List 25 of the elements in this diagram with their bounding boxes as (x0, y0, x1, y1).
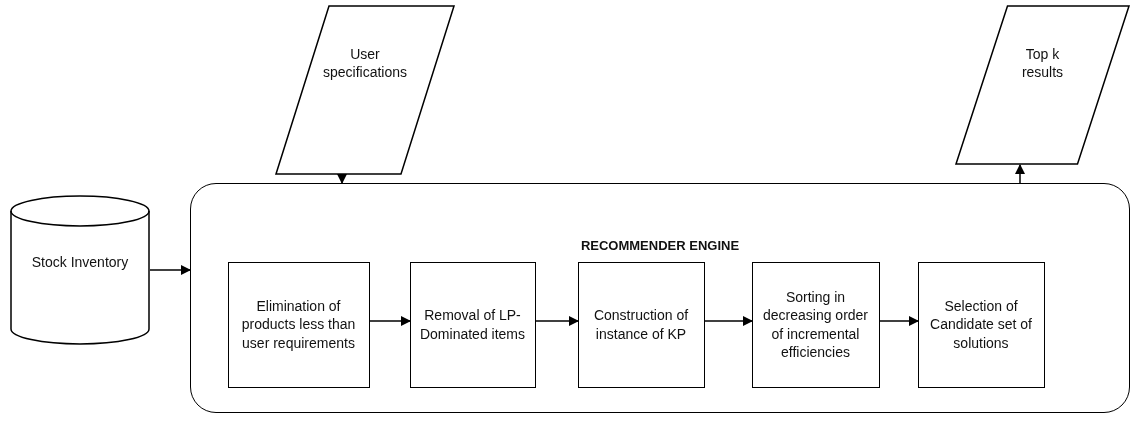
arrow (149, 265, 191, 275)
arrow (337, 174, 347, 184)
engine-container (190, 183, 1130, 413)
input-output-parallelogram (275, 5, 455, 175)
process-box (917, 261, 1045, 388)
arrow (369, 316, 411, 326)
arrow (535, 316, 579, 326)
node-text: Construction of instance of KP (592, 306, 690, 343)
arrow (1015, 164, 1025, 184)
group-title: RECOMMENDER ENGINE (580, 238, 740, 255)
process-box (577, 261, 705, 388)
database-cylinder (10, 195, 150, 345)
node-text: Sorting in decreasing order of incremental efficiencies (761, 288, 870, 361)
node-text: Removal of LP-Dominated items (418, 306, 526, 343)
node-text: Top k results (1020, 45, 1065, 82)
node-text: User specifications (323, 45, 408, 82)
arrow (879, 316, 919, 326)
node-text: Stock Inventory (31, 253, 129, 272)
process-box (227, 261, 370, 388)
node-text: Elimination of products less than user requirements (240, 297, 357, 352)
process-box (751, 261, 880, 388)
node-text: Selection of Candidate set of solutions (929, 297, 1033, 352)
process-box (409, 261, 536, 388)
arrow (704, 316, 753, 326)
input-output-parallelogram (955, 5, 1130, 165)
